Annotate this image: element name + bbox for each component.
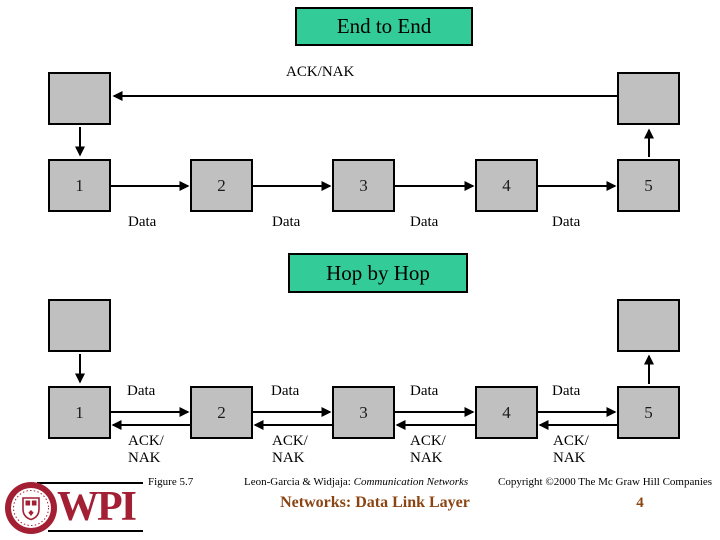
acknak-label-5-4: ACK/ NAK bbox=[553, 433, 589, 466]
node-2-end-to-end: 2 bbox=[190, 159, 253, 212]
node-3-hop-by-hop: 3 bbox=[332, 386, 395, 439]
copyright-text: Copyright ©2000 The Mc Graw Hill Compani… bbox=[498, 476, 713, 488]
node-5-end-to-end: 5 bbox=[617, 159, 680, 212]
data-label-4-5: Data bbox=[552, 214, 581, 230]
node-1-hop-by-hop: 1 bbox=[48, 386, 111, 439]
end-host-box-right-top bbox=[617, 72, 680, 125]
node-2-hop-by-hop: 2 bbox=[190, 386, 253, 439]
data-label-3-4: Data bbox=[410, 214, 439, 230]
end-host-box-left-top bbox=[48, 72, 111, 125]
end-host-box-left-bottom bbox=[48, 299, 111, 352]
node-1-end-to-end: 1 bbox=[48, 159, 111, 212]
node-3-end-to-end: 3 bbox=[332, 159, 395, 212]
end-host-box-right-bottom bbox=[617, 299, 680, 352]
node-5-hop-by-hop: 5 bbox=[617, 386, 680, 439]
wpi-seal-icon bbox=[5, 482, 57, 534]
acknak-label-4-3: ACK/ NAK bbox=[410, 433, 446, 466]
acknak-label-2-1: ACK/ NAK bbox=[128, 433, 164, 466]
acknak-label-end-to-end: ACK/NAK bbox=[286, 64, 355, 80]
node-4-end-to-end: 4 bbox=[475, 159, 538, 212]
figure-label: Figure 5.7 bbox=[148, 476, 194, 488]
course-title: Networks: Data Link Layer bbox=[280, 494, 470, 511]
end-to-end-title: End to End bbox=[295, 7, 473, 46]
data-label-2-3-hop: Data bbox=[271, 383, 300, 399]
source-authors: Leon-Garcia & Widjaja: bbox=[244, 476, 354, 488]
wpi-logo: WPI bbox=[57, 484, 137, 530]
data-label-2-3: Data bbox=[272, 214, 301, 230]
logo-rule-top bbox=[37, 482, 143, 484]
hop-by-hop-title: Hop by Hop bbox=[288, 253, 468, 293]
data-label-1-2: Data bbox=[128, 214, 157, 230]
acknak-label-3-2: ACK/ NAK bbox=[272, 433, 308, 466]
source-book-title: Communication Networks bbox=[353, 476, 469, 488]
logo-rule-bottom bbox=[48, 530, 143, 532]
source-credit: Leon-Garcia & Widjaja: Communication Net… bbox=[244, 476, 468, 488]
node-4-hop-by-hop: 4 bbox=[475, 386, 538, 439]
data-label-4-5-hop: Data bbox=[552, 383, 581, 399]
data-label-1-2-hop: Data bbox=[127, 383, 156, 399]
data-label-3-4-hop: Data bbox=[410, 383, 439, 399]
page-number: 4 bbox=[636, 495, 644, 511]
